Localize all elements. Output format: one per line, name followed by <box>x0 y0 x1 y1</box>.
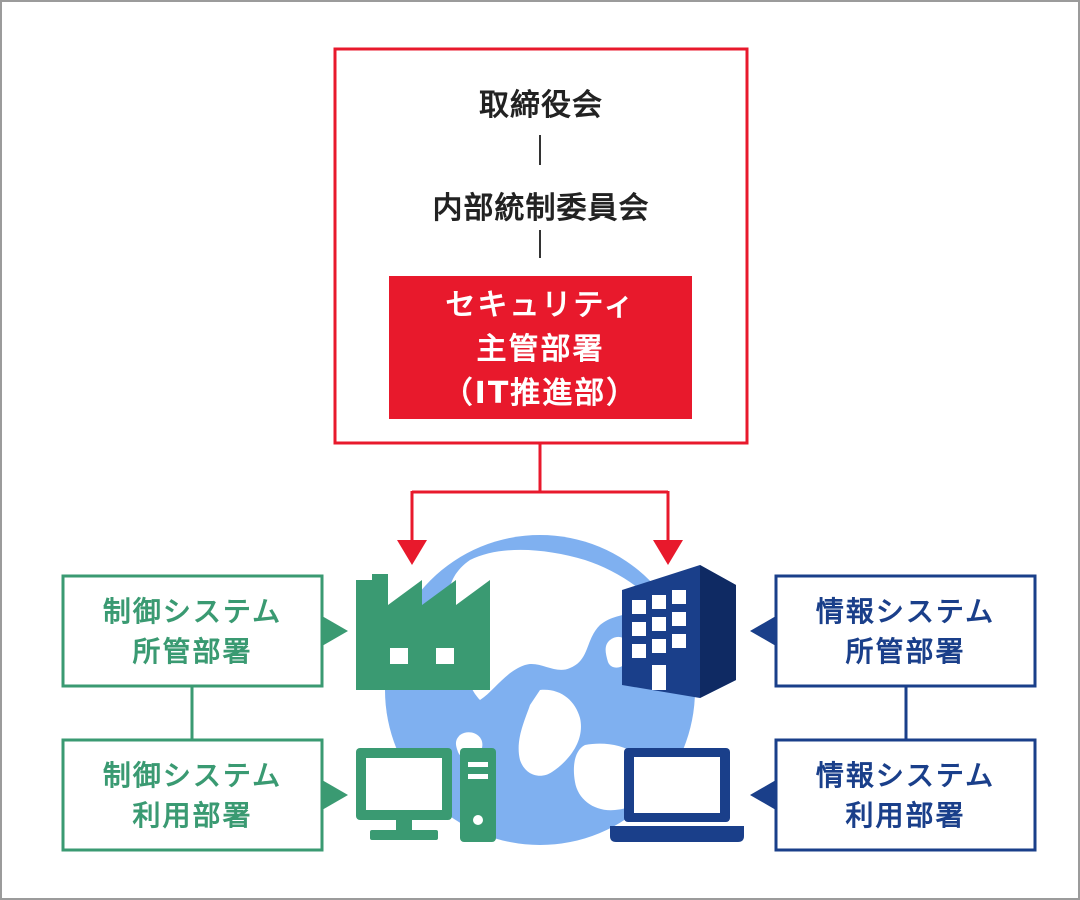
security-dept-line2: 主管部署 <box>476 332 605 367</box>
arrow-right-icon <box>322 616 348 646</box>
board-label: 取締役会 <box>479 88 603 123</box>
arrow-left-icon <box>750 780 776 810</box>
control-use-box <box>61 738 324 852</box>
info-manage-line1: 情報システム <box>815 595 996 628</box>
factory-icon <box>356 574 490 690</box>
security-dept-box <box>389 276 692 419</box>
arrow-right-icon <box>322 780 348 810</box>
connector-arrows <box>397 443 683 565</box>
office-building-icon <box>622 565 736 698</box>
control-manage-line2: 所管部署 <box>132 635 253 668</box>
info-use-box <box>774 738 1037 852</box>
security-dept-line1: セキュリティ <box>445 288 636 323</box>
committee-label: 内部統制委員会 <box>432 191 650 226</box>
info-use-line2: 利用部署 <box>845 799 966 832</box>
control-use-label: 制御システム 利用部署 <box>63 756 322 836</box>
info-manage-label: 情報システム 所管部署 <box>776 592 1035 672</box>
info-manage-box <box>774 574 1037 688</box>
control-use-line1: 制御システム <box>102 759 283 792</box>
arrow-left-icon <box>750 616 776 646</box>
desktop-computer-icon <box>356 748 496 842</box>
control-use-line2: 利用部署 <box>132 799 253 832</box>
laptop-icon <box>610 748 744 842</box>
security-dept-label: セキュリティ 主管部署 （IT推進部） <box>389 284 692 416</box>
info-use-label: 情報システム 利用部署 <box>776 756 1035 836</box>
info-manage-line2: 所管部署 <box>845 635 966 668</box>
control-manage-label: 制御システム 所管部署 <box>63 592 322 672</box>
security-dept-line3: （IT推進部） <box>442 376 639 411</box>
info-use-line1: 情報システム <box>815 759 996 792</box>
control-manage-line1: 制御システム <box>102 595 283 628</box>
